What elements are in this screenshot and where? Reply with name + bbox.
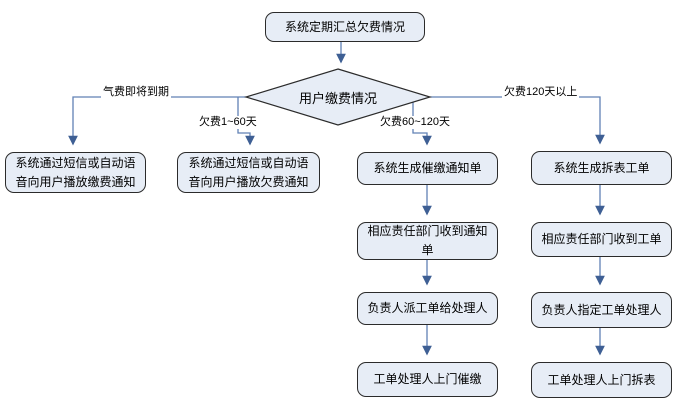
edge-due-soon (68, 96, 246, 146)
flow-node-doorstep-remove-meter: 工单处理人上门拆表 (531, 362, 672, 398)
flow-node-notify-arrears: 系统通过短信或自动语音向用户播放欠费通知 (177, 152, 320, 193)
flow-node-notify-payment: 系统通过短信或自动语音向用户播放缴费通知 (5, 152, 146, 193)
flow-node-decision: 用户缴费情况 (298, 91, 377, 106)
flow-node-dept-receive-order: 相应责任部门收到工单 (531, 222, 672, 257)
edge-label-days-1-60: 欠费1~60天 (197, 116, 259, 130)
flow-node-generate-removal-order: 系统生成拆表工单 (531, 151, 672, 185)
edge-label-days-over-120: 欠费120天以上 (502, 86, 580, 100)
flow-node-doorstep-collect: 工单处理人上门催缴 (357, 362, 498, 397)
decision-diamond-shape (243, 68, 433, 126)
flow-node-start: 系统定期汇总欠费情况 (265, 12, 425, 42)
edge-label-due-soon: 气费即将到期 (101, 86, 171, 100)
flow-node-designate-handler: 负责人指定工单处理人 (531, 292, 672, 328)
edge-label-days-60-120: 欠费60~120天 (378, 116, 453, 130)
edge-days-1-60 (237, 97, 255, 146)
edge-days-over-120 (430, 96, 605, 145)
flow-node-dept-receive-notice: 相应责任部门收到通知单 (357, 222, 498, 260)
flow-node-assign-reminder-order: 负责人派工单给处理人 (357, 292, 498, 325)
flow-node-generate-reminder: 系统生成催缴通知单 (357, 152, 498, 185)
